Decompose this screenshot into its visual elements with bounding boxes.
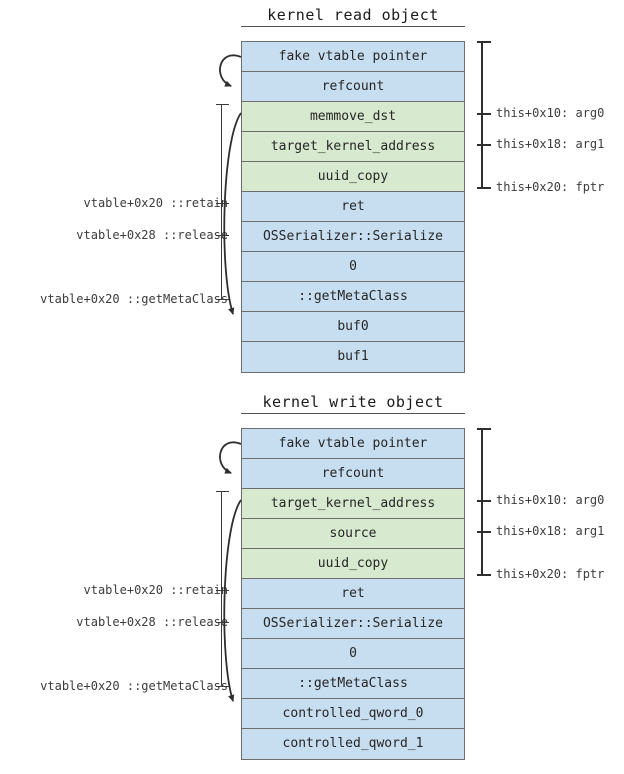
serializer-flow-arrow xyxy=(223,112,242,315)
vtable-label-getmetaclass: vtable+0x20 ::getMetaClass xyxy=(40,679,228,693)
table-row: fake vtable pointer xyxy=(242,429,464,459)
table-row: uuid_copy xyxy=(242,162,464,192)
table-row: target_kernel_address xyxy=(242,489,464,519)
object-layout-table: fake vtable pointer refcount target_kern… xyxy=(241,428,465,760)
table-row: ret xyxy=(242,579,464,609)
bracket-tick-retain xyxy=(216,203,229,204)
diagram-title: kernel read object xyxy=(241,6,465,27)
table-row: OSSerializer::Serialize xyxy=(242,222,464,252)
bracket-cap-top xyxy=(216,491,229,492)
table-row: buf1 xyxy=(242,342,464,372)
table-row: target_kernel_address xyxy=(242,132,464,162)
vtable-label-getmetaclass: vtable+0x20 ::getMetaClass xyxy=(40,292,228,306)
table-row: ::getMetaClass xyxy=(242,669,464,699)
vtable-bracket xyxy=(216,104,229,300)
bracket-cap-top xyxy=(216,104,229,105)
args-bracket xyxy=(477,41,491,189)
bracket-cap-top xyxy=(477,428,491,430)
arg-label-fptr: this+0x20: fptr xyxy=(496,180,605,194)
table-row: controlled_qword_1 xyxy=(242,729,464,759)
table-row: 0 xyxy=(242,639,464,669)
diagram-kernel-read-object: kernel read object fake vtable pointer r… xyxy=(40,6,605,373)
diagram-kernel-write-object: kernel write object fake vtable pointer … xyxy=(0,387,624,774)
vtable-bracket xyxy=(216,491,229,687)
serializer-flow-arrow xyxy=(223,499,242,702)
arg-label-fptr: this+0x20: fptr xyxy=(496,567,605,581)
table-row: buf0 xyxy=(242,312,464,342)
table-row: controlled_qword_0 xyxy=(242,699,464,729)
object-layout-table: fake vtable pointer refcount memmove_dst… xyxy=(241,41,465,373)
table-row: fake vtable pointer xyxy=(242,42,464,72)
table-row: ret xyxy=(242,192,464,222)
arg-label-arg1: this+0x18: arg1 xyxy=(496,524,605,538)
arg-label-arg1: this+0x18: arg1 xyxy=(496,137,605,151)
diagram-title: kernel write object xyxy=(241,393,465,414)
bracket-tick-release xyxy=(216,622,229,623)
bracket-tick-fptr xyxy=(477,187,491,189)
table-row: OSSerializer::Serialize xyxy=(242,609,464,639)
table-row: refcount xyxy=(242,72,464,102)
vtable-label-retain: vtable+0x20 ::retain xyxy=(83,196,229,210)
vtable-self-arrow xyxy=(219,54,242,87)
bracket-tick-getmetaclass xyxy=(216,299,229,300)
bracket-tick-release xyxy=(216,235,229,236)
bracket-cap-top xyxy=(477,41,491,43)
bracket-tick-retain xyxy=(216,590,229,591)
bracket-tick-arg1 xyxy=(477,144,491,146)
arg-label-arg0: this+0x10: arg0 xyxy=(496,493,605,507)
arg-label-arg0: this+0x10: arg0 xyxy=(496,106,605,120)
bracket-tick-fptr xyxy=(477,574,491,576)
bracket-tick-getmetaclass xyxy=(216,686,229,687)
table-row: uuid_copy xyxy=(242,549,464,579)
vtable-label-retain: vtable+0x20 ::retain xyxy=(83,583,229,597)
args-bracket xyxy=(477,428,491,576)
bracket-tick-arg0 xyxy=(477,500,491,502)
table-row: source xyxy=(242,519,464,549)
table-row: ::getMetaClass xyxy=(242,282,464,312)
table-row: refcount xyxy=(242,459,464,489)
bracket-tick-arg1 xyxy=(477,531,491,533)
bracket-tick-arg0 xyxy=(477,113,491,115)
vtable-self-arrow xyxy=(219,441,242,474)
vtable-label-release: vtable+0x28 ::release xyxy=(76,615,228,629)
vtable-label-release: vtable+0x28 ::release xyxy=(76,228,228,242)
table-row: memmove_dst xyxy=(242,102,464,132)
table-row: 0 xyxy=(242,252,464,282)
